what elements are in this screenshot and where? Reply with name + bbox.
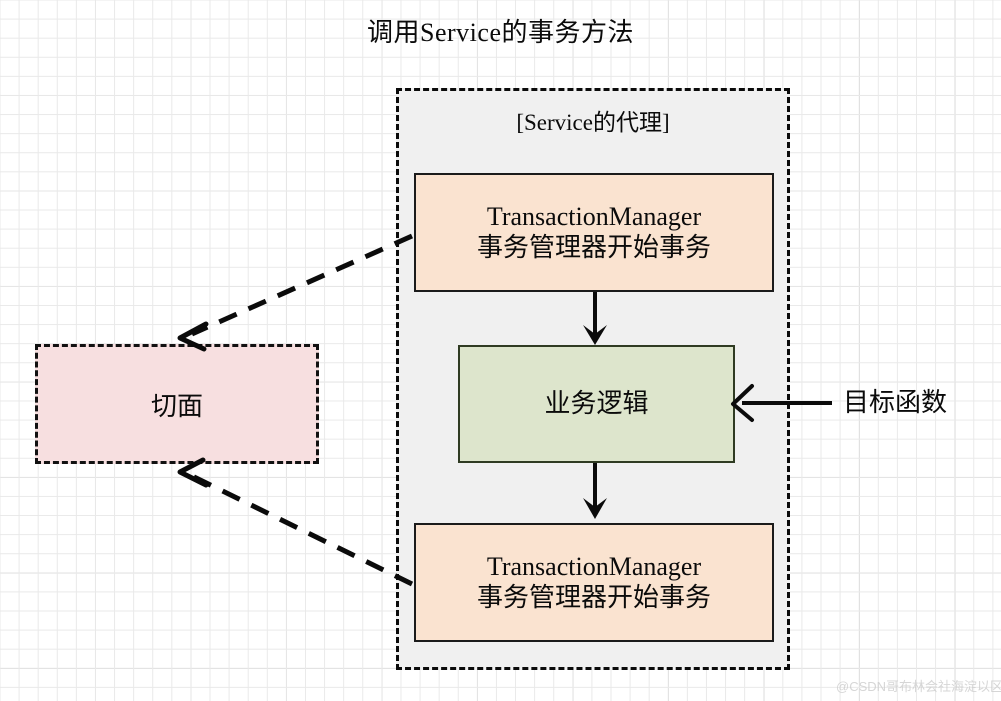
- node-aspect-label: 切面: [150, 391, 203, 421]
- node-subtitle: 事务管理器开始事务: [476, 582, 711, 612]
- node-title: TransactionManager: [486, 551, 702, 581]
- node-title: 业务逻辑: [544, 388, 649, 418]
- node-subtitle: 事务管理器开始事务: [476, 232, 711, 262]
- annotation-target-function-label: 目标函数: [843, 388, 948, 417]
- node-title: TransactionManager: [486, 201, 702, 231]
- page-title: 调用Service的事务方法: [367, 18, 634, 47]
- node-transaction-manager-commit[interactable]: TransactionManager 事务管理器开始事务: [414, 523, 774, 642]
- watermark: @CSDN哥布林会社海淀以区: [836, 679, 1001, 694]
- node-transaction-manager-begin[interactable]: TransactionManager 事务管理器开始事务: [414, 173, 774, 292]
- node-aspect[interactable]: 切面: [35, 344, 319, 464]
- connector-tm-top-to-aspect: [177, 233, 414, 352]
- connector-tm-bottom-to-aspect: [177, 457, 414, 587]
- proxy-container-label: [Service的代理]: [516, 110, 670, 135]
- node-business-logic[interactable]: 业务逻辑: [458, 345, 735, 463]
